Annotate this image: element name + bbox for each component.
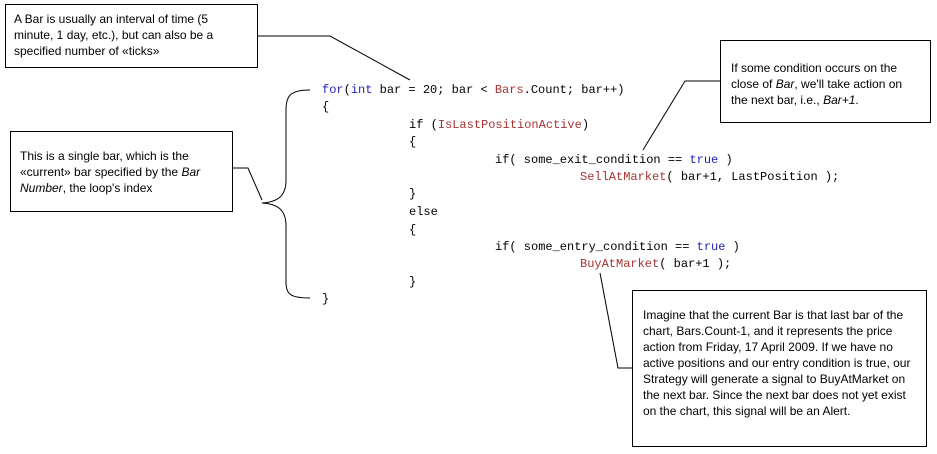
code-text: if( some_exit_condition == xyxy=(495,153,690,167)
code-keyword-true: true xyxy=(689,153,719,167)
code-text: ) xyxy=(725,240,740,254)
code-line-open-brace-else: { xyxy=(409,223,417,237)
callout-next-bar-emphasis-bar-plus-one: Bar+1 xyxy=(823,93,856,107)
code-text: if ( xyxy=(409,118,438,132)
code-identifier-sellatmarket: SellAtMarket xyxy=(580,170,667,184)
code-text: bar = 20; bar < xyxy=(372,83,495,97)
callout-single-bar-text: This is a single bar, which is the «curr… xyxy=(20,148,223,196)
code-line-close-brace-else: } xyxy=(409,275,417,289)
code-text: ( bar+1, LastPosition ); xyxy=(666,170,840,184)
callout-single-bar-part1: This is a single bar, which is the «curr… xyxy=(20,149,189,179)
code-keyword-int: int xyxy=(350,83,373,97)
callout-alert: Imagine that the current Bar is that las… xyxy=(632,290,927,447)
code-text: if( some_entry_condition == xyxy=(495,240,697,254)
callout-bar-definition: A Bar is usually an interval of time (5 … xyxy=(5,4,258,68)
callout-single-bar-part2: , the loop's index xyxy=(62,181,153,195)
callout-single-bar-emphasis: Bar Number xyxy=(20,165,201,195)
code-line-sell-at-market: SellAtMarket( bar+1, LastPosition ); xyxy=(580,171,839,183)
callout-bar-definition-text: A Bar is usually an interval of time (5 … xyxy=(14,12,214,58)
code-line-for-loop: for(int bar = 20; bar < Bars.Count; bar+… xyxy=(322,84,624,96)
callout-next-bar: If some condition occurs on the close of… xyxy=(720,40,931,123)
code-text: ( xyxy=(343,83,351,97)
code-text: ( bar+1 ); xyxy=(659,257,732,271)
curly-brace xyxy=(261,89,311,299)
callout-alert-text: Imagine that the current Bar is that las… xyxy=(643,308,911,418)
connector-single-bar xyxy=(233,167,263,201)
code-line-else: else xyxy=(409,205,438,219)
connector-alert xyxy=(599,272,632,369)
callout-next-bar-part3: . xyxy=(855,93,859,107)
code-line-close-brace: } xyxy=(322,292,330,306)
code-text: .Count; bar++) xyxy=(523,83,625,97)
code-text: ) xyxy=(718,153,733,167)
callout-next-bar-emphasis-bar: Bar xyxy=(775,77,795,91)
callout-single-bar: This is a single bar, which is the «curr… xyxy=(10,131,233,212)
code-line-buy-at-market: BuyAtMarket( bar+1 ); xyxy=(580,258,731,270)
code-identifier-buyatmarket: BuyAtMarket xyxy=(580,257,660,271)
connector-next-bar xyxy=(642,80,720,151)
code-line-if-entry: if( some_entry_condition == true ) xyxy=(495,241,740,253)
code-identifier-islastpositionactive: IsLastPositionActive xyxy=(437,118,582,132)
code-identifier-bars: Bars xyxy=(494,83,524,97)
code-keyword-true: true xyxy=(696,240,726,254)
code-line-open-brace-inner: { xyxy=(409,135,417,149)
callout-next-bar-part2: , we'll take action on the next bar, i.e… xyxy=(731,77,903,107)
callout-next-bar-text: If some condition occurs on the close of… xyxy=(731,60,920,108)
callout-next-bar-part1: If some condition occurs on the close of xyxy=(731,61,898,91)
code-line-if-exit: if( some_exit_condition == true ) xyxy=(495,154,733,166)
code-text: ) xyxy=(581,118,590,132)
code-line-if-active: if (IsLastPositionActive) xyxy=(409,119,589,131)
code-line-close-brace-inner: } xyxy=(409,187,417,201)
code-line-open-brace: { xyxy=(322,100,330,114)
code-keyword-for: for xyxy=(322,83,344,97)
connector-bar-definition xyxy=(258,35,411,81)
